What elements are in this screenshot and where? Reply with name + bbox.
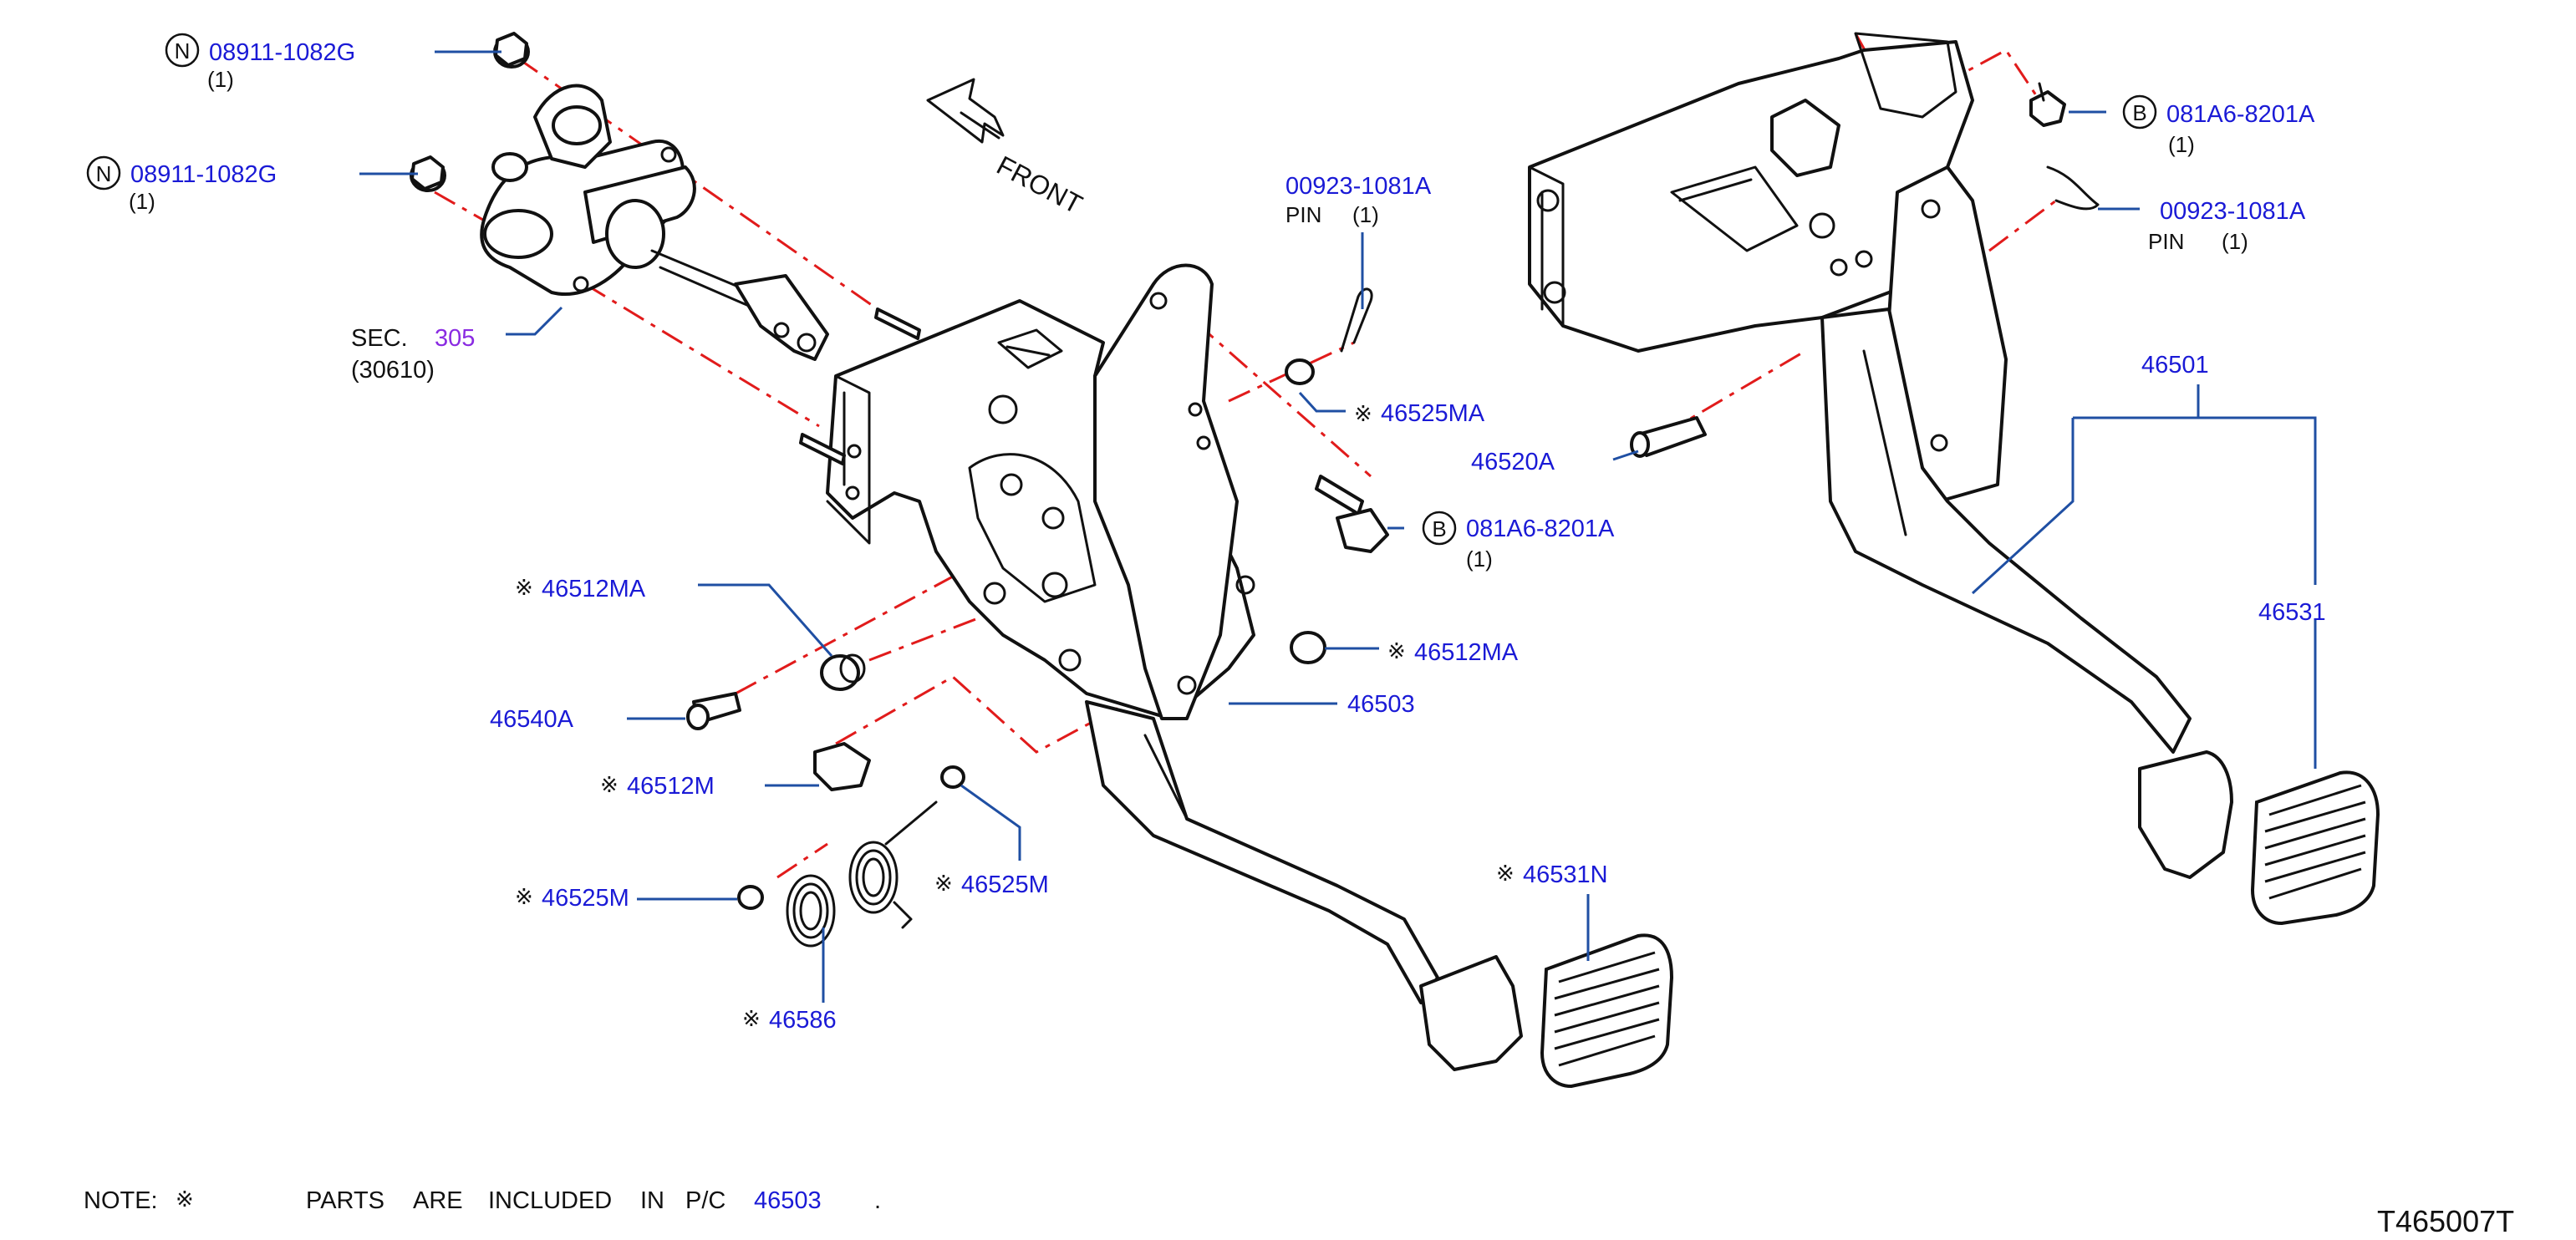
star-46512M: ※ [600,772,619,797]
pin-qty-left: (1) [1352,202,1379,227]
sec-label: SEC. [351,325,408,352]
label-46586[interactable]: 46586 [769,1007,837,1034]
note-part-link[interactable]: 46503 [754,1187,822,1214]
note-word-included: INCLUDED [488,1187,612,1214]
qty-08911-1082G-mid: (1) [129,189,155,214]
b-mark-1: B [1432,516,1446,541]
clutch-pedal-assembly-right [1528,32,2233,879]
part-labels: 08911-1082G (1) 08911-1082G (1) SEC. 305… [129,39,2326,1034]
front-label: FRONT [992,150,1087,220]
label-46501[interactable]: 46501 [2141,352,2209,379]
label-46503[interactable]: 46503 [1347,691,1415,718]
star-46531N: ※ [1496,861,1515,886]
footer-note: NOTE: ※ PARTS ARE INCLUDED IN P/C 46503 … [84,1187,881,1214]
qty-081A6-8201A-left: (1) [1466,546,1493,572]
note-word-pc: P/C [685,1187,725,1214]
note-word-parts: PARTS [306,1187,384,1214]
label-46520A[interactable]: 46520A [1471,449,1555,475]
pin-word-right: PIN [2148,229,2184,254]
label-46525M-left[interactable]: 46525M [542,885,629,912]
star-46512MA-left: ※ [515,575,533,600]
note-prefix: NOTE: [84,1187,158,1214]
pin-qty-right: (1) [2222,229,2248,254]
star-46525M-right: ※ [934,871,953,896]
star-46525MA: ※ [1354,401,1372,426]
clutch-master-cylinder [410,35,829,361]
leader-lines [359,50,2317,1003]
label-46531[interactable]: 46531 [2258,599,2326,626]
front-arrow-icon [926,78,1005,144]
star-46586: ※ [742,1006,761,1031]
note-mark: ※ [176,1187,194,1212]
label-00923-1081A-left[interactable]: 00923-1081A [1285,173,1432,200]
label-081A6-8201A-left[interactable]: 081A6-8201A [1466,516,1615,542]
note-word-are: ARE [413,1187,463,1214]
qty-08911-1082G-top: (1) [207,67,234,92]
label-081A6-8201A-right[interactable]: 081A6-8201A [2166,101,2315,128]
label-08911-1082G-mid[interactable]: 08911-1082G [130,161,277,188]
pedal-pad-46531 [2250,770,2380,926]
label-46512MA-right[interactable]: 46512MA [1414,639,1519,666]
label-46525MA[interactable]: 46525MA [1381,400,1485,427]
label-46531N[interactable]: 46531N [1523,861,1608,888]
sec-number-link[interactable]: 305 [435,325,475,352]
label-46512MA-left[interactable]: 46512MA [542,576,646,602]
qty-081A6-8201A-right: (1) [2168,132,2195,157]
circled-marks: N N B B [86,33,2157,546]
label-46525M-right[interactable]: 46525M [961,872,1049,898]
label-08911-1082G-top[interactable]: 08911-1082G [209,39,355,66]
note-word-in: IN [640,1187,664,1214]
diagram-code: T465007T [2377,1204,2514,1238]
small-parts-right [1630,82,2100,458]
b-mark-2: B [2132,100,2146,125]
sec-sub: (30610) [351,357,435,384]
pedal-pad-46531N [1540,933,1674,1089]
pin-word-left: PIN [1285,202,1321,227]
star-46525M-left: ※ [515,884,533,909]
note-end: . [874,1187,881,1214]
small-parts-left [410,32,1389,948]
label-00923-1081A-right[interactable]: 00923-1081A [2160,198,2306,225]
clutch-pedal-assembly-left [826,263,1523,1071]
n-mark-2: N [96,161,112,186]
star-46512MA-right: ※ [1387,638,1406,663]
label-46540A[interactable]: 46540A [490,706,574,733]
n-mark-1: N [175,38,191,64]
label-46512M[interactable]: 46512M [627,773,715,800]
